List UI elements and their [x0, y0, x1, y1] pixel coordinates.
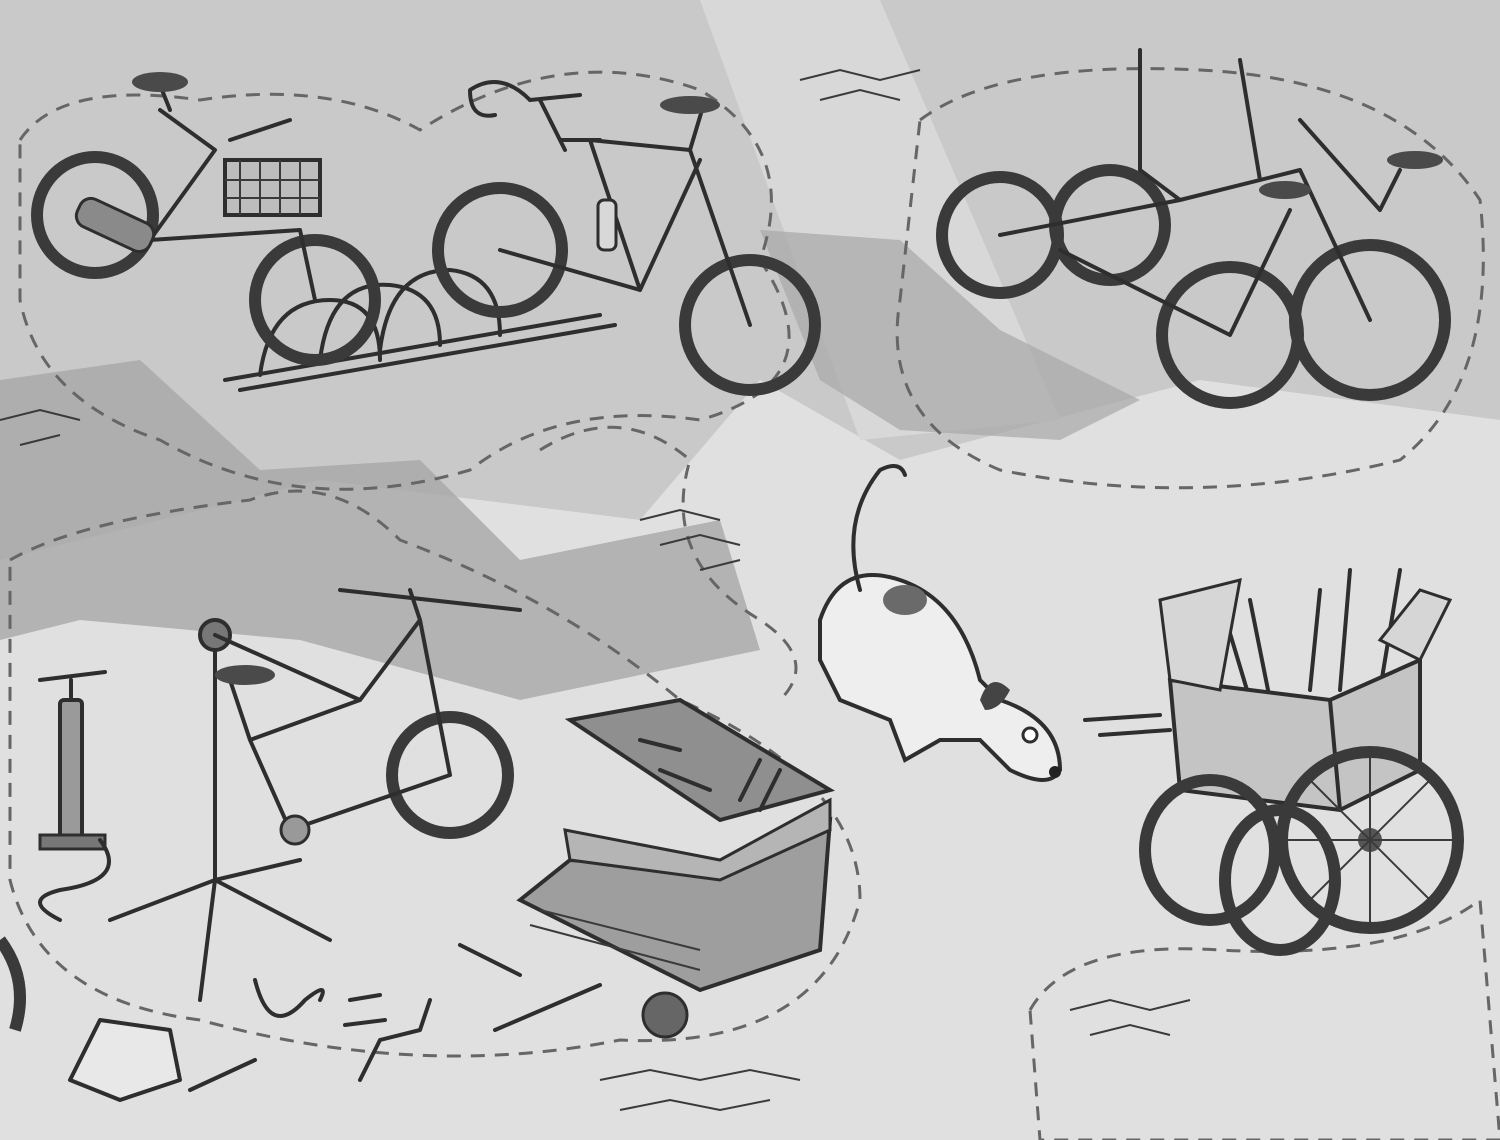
shadow-area [760, 230, 1140, 440]
scattered-tools [68, 943, 689, 1102]
wrench [458, 943, 522, 977]
cobblestone-patches [0, 68, 1191, 1112]
cobblestones [639, 508, 741, 571]
cobblestones [0, 408, 81, 446]
kids-bike-with-basket [31, 72, 381, 366]
road-bike-in-rack [432, 80, 821, 396]
cobblestones [799, 68, 921, 101]
dog-sniffing [818, 464, 1063, 782]
loose-tires-and-wheels [0, 746, 1464, 1032]
toolbox [516, 697, 836, 993]
dog-tail [851, 464, 907, 592]
wrench [188, 1058, 257, 1092]
crank-wrench [358, 998, 432, 1082]
cardboard-box-of-parts [1083, 568, 1453, 813]
zone-outline-pile [895, 67, 1485, 490]
zone-outline-parts [1028, 897, 1500, 1140]
shadow-area [0, 360, 760, 700]
dog-ear [980, 682, 1010, 710]
cobblestones [1069, 998, 1191, 1036]
zone-outline-dog [539, 425, 798, 702]
floor-pump [38, 670, 111, 922]
dog-eye [1021, 726, 1039, 744]
chain [253, 978, 325, 1018]
tire-lever [343, 993, 387, 1027]
rag [68, 1018, 182, 1102]
cobblestones [599, 1068, 801, 1112]
screwdriver [493, 983, 602, 1032]
gear-cassette [641, 991, 689, 1039]
zone-outline-repair [8, 489, 862, 1058]
pile-of-bikes [936, 48, 1451, 409]
dog-nose [1049, 766, 1061, 778]
bike-on-repair-stand [108, 588, 522, 1002]
dog-spot [883, 585, 927, 615]
